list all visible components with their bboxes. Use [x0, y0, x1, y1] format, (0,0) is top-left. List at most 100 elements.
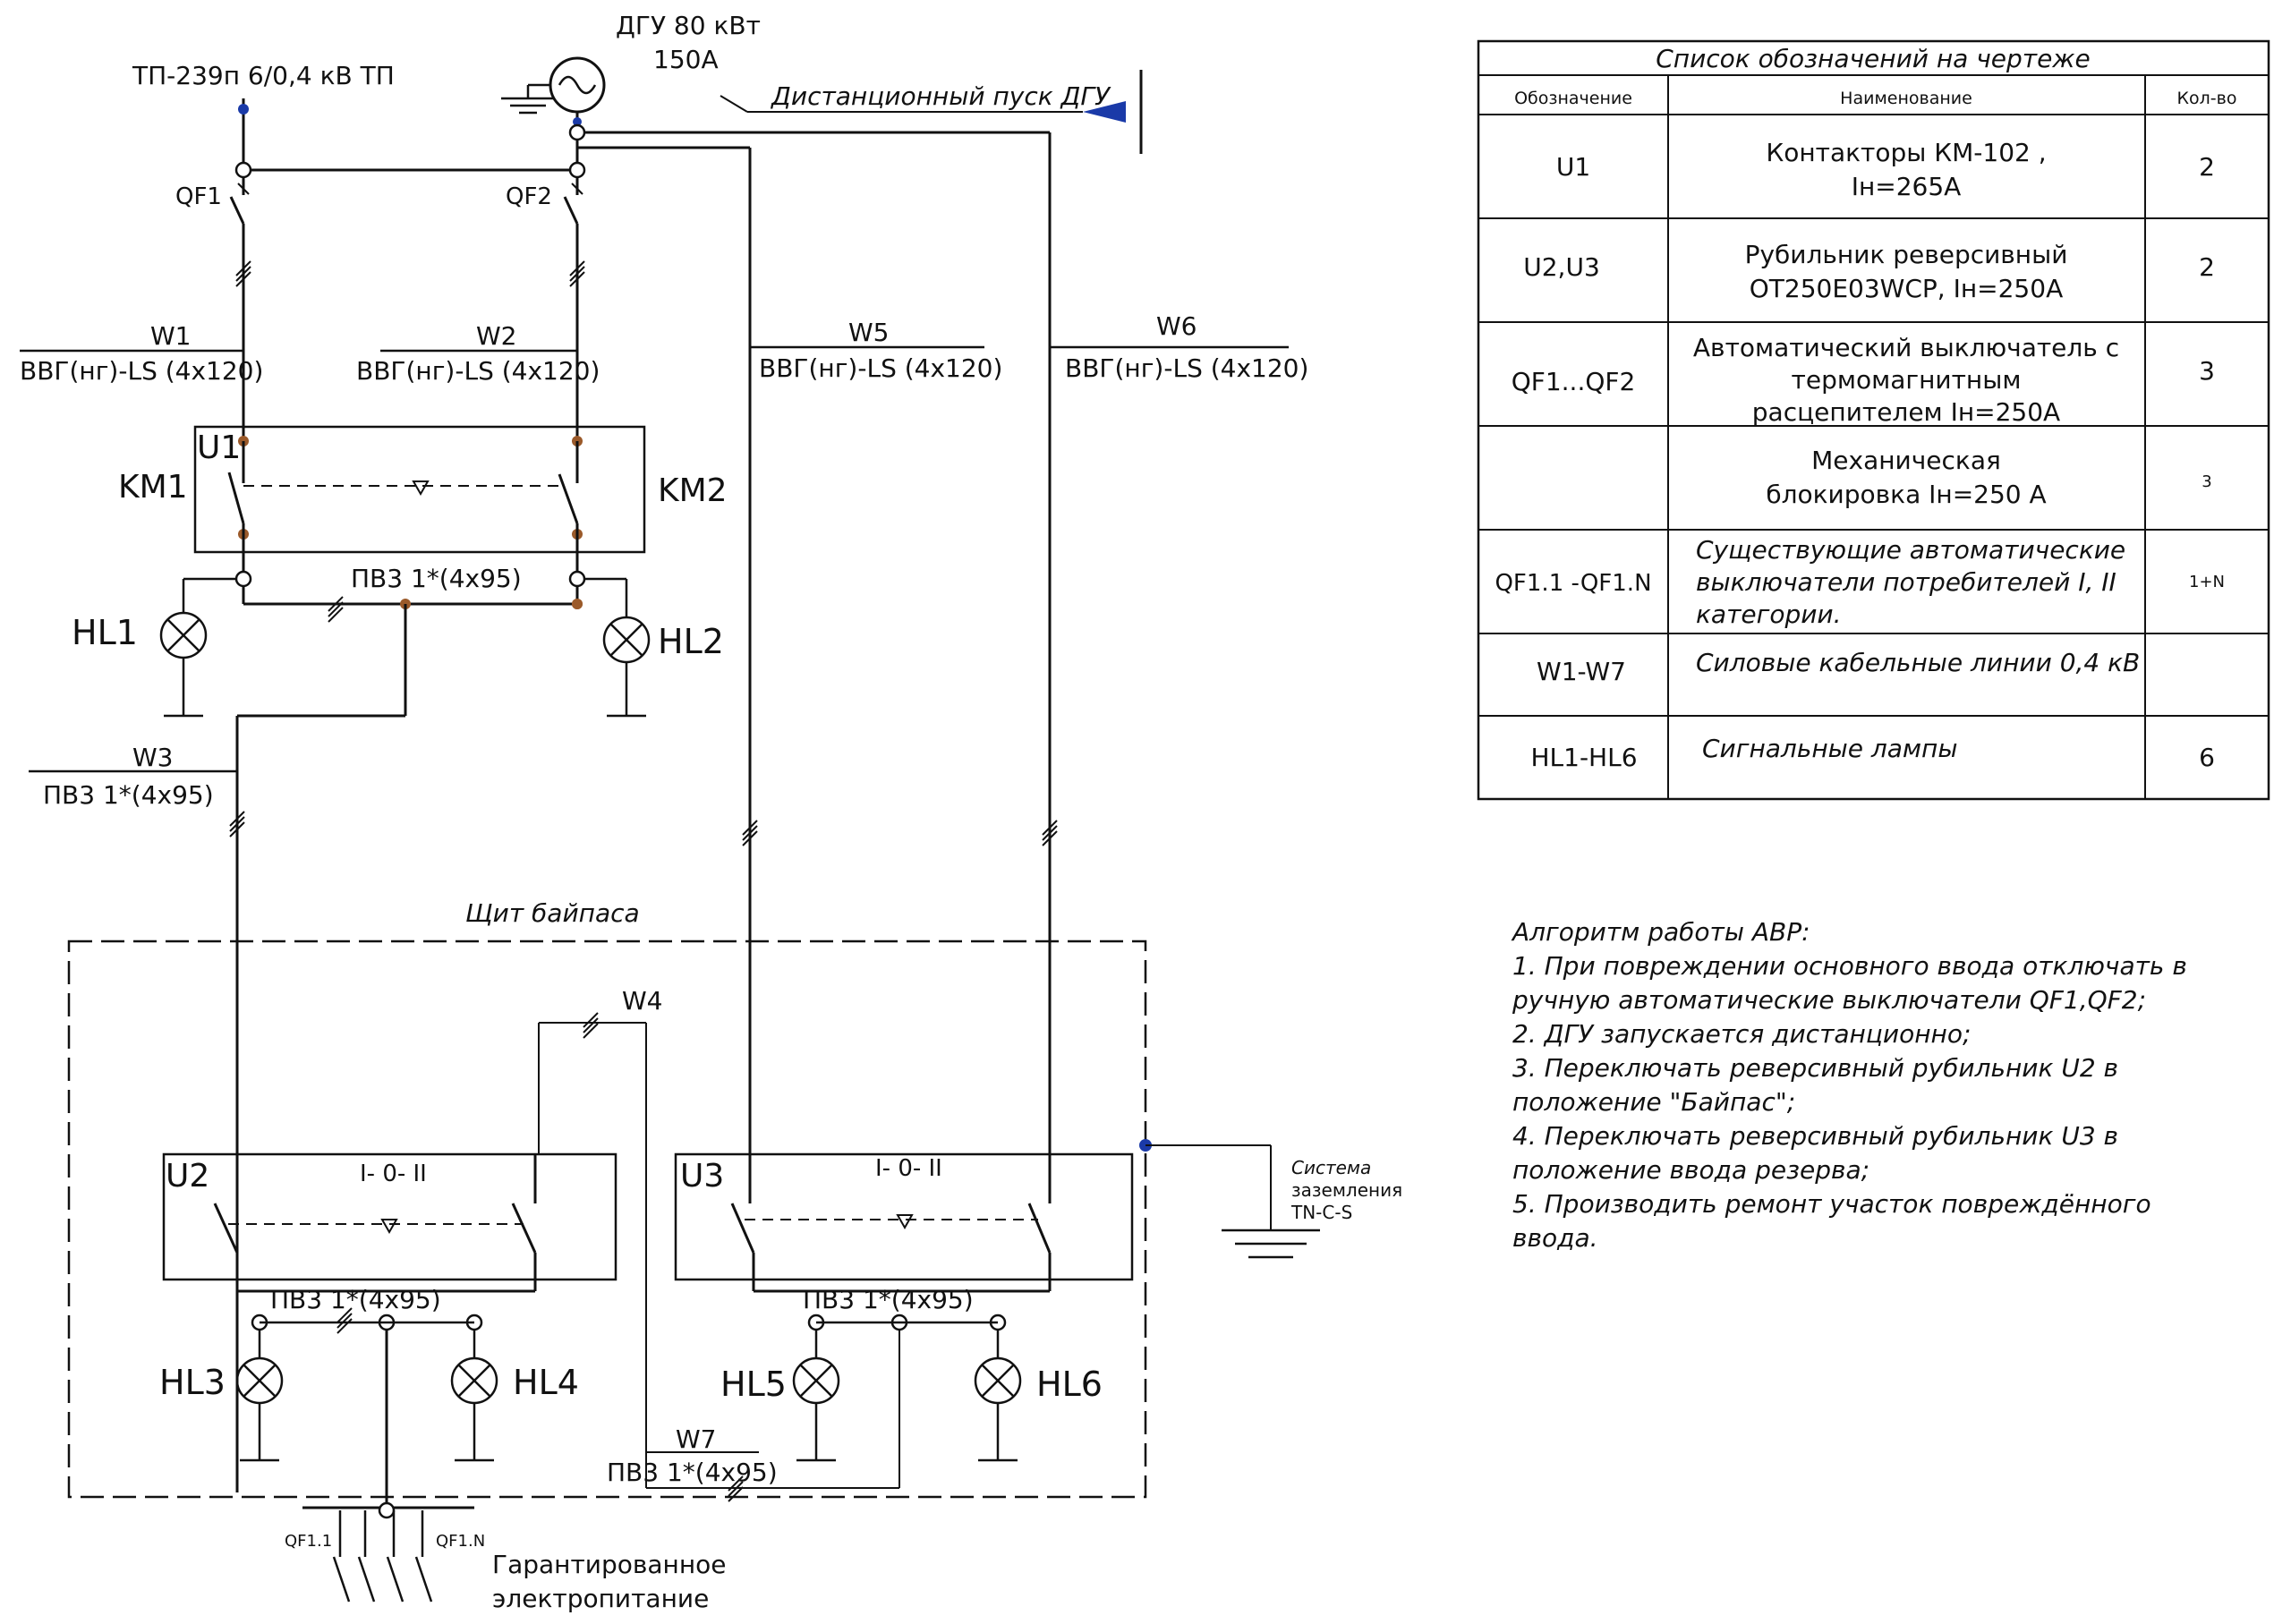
grounding-line3: TN-C-S	[1290, 1202, 1352, 1223]
cable-w3: W3 ПВ3 1*(4x95)	[29, 743, 245, 838]
legend-row-name: выключатели потребителей I, II	[1696, 567, 2116, 597]
legend-row-qty: 6	[2199, 743, 2215, 772]
legend-row-designation: QF1.1 -QF1.N	[1495, 570, 1651, 597]
legend-row-qty: 3	[2199, 356, 2215, 386]
consumer-feeders: QF1.1 QF1.N Гарантированное электропитан…	[285, 1501, 727, 1613]
bypass-panel: Щит байпаса	[67, 898, 1147, 1499]
grounding-line2: заземления	[1291, 1179, 1402, 1201]
hl1-label: HL1	[72, 613, 138, 652]
legend-row-qty: 1+N	[2189, 573, 2225, 591]
legend-row-designation: QF1...QF2	[1512, 367, 1636, 396]
w2-name: W2	[476, 321, 517, 351]
algorithm-block: Алгоритм работы АВР: 1. При повреждении …	[1512, 915, 2228, 1255]
lamp-hl6-icon	[974, 1356, 1022, 1405]
lamp-hl2-icon	[602, 616, 651, 664]
source-tp-label: ТП-239п 6/0,4 кВ ТП	[132, 61, 395, 90]
legend-row-designation: U1	[1556, 152, 1590, 182]
legend-row-name: Автоматический выключатель с	[1693, 333, 2119, 362]
legend-row-name: Сигнальные лампы	[1702, 734, 1957, 763]
u3-label: U3	[680, 1158, 724, 1195]
algorithm-line: ввода.	[1512, 1223, 1598, 1253]
generator-current: 150А	[653, 45, 719, 74]
algorithm-line: положение ввода резерва;	[1512, 1155, 1870, 1185]
legend-row-name: категории.	[1696, 599, 1842, 629]
u2-lamps: HL3 HL4	[159, 1314, 579, 1512]
legend-row-designation: W1-W7	[1537, 657, 1626, 686]
legend-header-name: Наименование	[1840, 89, 1972, 108]
legend-row-qty: 2	[2199, 252, 2215, 282]
legend-table: Список обозначений на чертеже Обозначени…	[1477, 39, 2270, 801]
remote-start-arrow-icon	[1083, 101, 1126, 123]
legend-row-name: OT250E03WCP, Iн=250А	[1750, 274, 2063, 303]
legend-row-name: Силовые кабельные линии 0,4 кВ	[1696, 648, 2140, 677]
algorithm-line: 3. Переключать реверсивный рубильник U2 …	[1512, 1053, 2119, 1083]
u2-switch-block: U2 I- 0- II ПВ3 1*(4x95)	[162, 1152, 617, 1334]
w7-name: W7	[676, 1424, 717, 1454]
top-bus	[234, 123, 1052, 1135]
u2-mode: I- 0- II	[360, 1161, 427, 1187]
u2-label: U2	[166, 1158, 209, 1195]
bypass-panel-label: Щит байпаса	[465, 898, 640, 928]
lamp-hl2: HL2	[572, 577, 724, 718]
legend-row-designation: U2,U3	[1523, 252, 1600, 282]
w6-name: W6	[1156, 311, 1197, 341]
legend-row-name: термомагнитным	[1792, 365, 2022, 395]
legend-row-qty: 3	[2202, 472, 2211, 491]
u3-lamps: HL5 HL6	[720, 1314, 1103, 1462]
cable-w1: W1 ВВГ(нг)-LS (4x120)	[20, 321, 263, 386]
w1-spec: ВВГ(нг)-LS (4x120)	[20, 356, 263, 386]
feeder-last-label: QF1.N	[436, 1532, 485, 1551]
u1-bus-spec: ПВ3 1*(4x95)	[351, 564, 522, 593]
lamp-hl4-icon	[450, 1356, 498, 1405]
legend-row-name: Контакторы КМ-102 ,	[1766, 138, 2046, 167]
w7-spec: ПВ3 1*(4x95)	[607, 1458, 778, 1487]
generator-name: ДГУ 80 кВт	[616, 11, 761, 40]
tp-node	[238, 104, 249, 115]
hl3-label: HL3	[159, 1363, 226, 1402]
legend-row-name: Механическая	[1811, 446, 2001, 475]
cable-w4: W4	[538, 986, 900, 1489]
lamp-hl1: HL1	[72, 577, 236, 718]
cable-w7: W7 ПВ3 1*(4x95)	[607, 1424, 778, 1502]
legend-header-qty: Кол-во	[2177, 89, 2237, 108]
remote-start: Дистанционный пуск ДГУ	[720, 70, 1143, 154]
u1-contactor-block: U1 KM1 KM2	[118, 425, 728, 573]
cable-w2: W2 ВВГ(нг)-LS (4x120)	[356, 321, 600, 386]
feeder-first-label: QF1.1	[285, 1532, 332, 1551]
w2-spec: ВВГ(нг)-LS (4x120)	[356, 356, 600, 386]
w5-name: W5	[848, 318, 890, 347]
u3-bus-spec: ПВ3 1*(4x95)	[803, 1285, 974, 1314]
qf1-label: QF1	[175, 183, 222, 210]
algorithm-line: 1. При повреждении основного ввода отклю…	[1512, 951, 2187, 981]
legend-row-name: Существующие автоматические	[1696, 535, 2125, 565]
hl2-label: HL2	[658, 622, 724, 661]
hl5-label: HL5	[720, 1365, 787, 1404]
algorithm-line: положение "Байпас";	[1512, 1087, 1796, 1117]
legend-row-name: Рубильник реверсивный	[1745, 240, 2068, 269]
u1-output-bus: ПВ3 1*(4x95)	[234, 564, 586, 1492]
algorithm-line: ручную автоматические выключатели QF1,QF…	[1512, 985, 2146, 1015]
algorithm-line: 4. Переключать реверсивный рубильник U3 …	[1512, 1121, 2119, 1151]
w4-name: W4	[622, 986, 663, 1016]
legend-title: Список обозначений на чертеже	[1656, 44, 2091, 73]
u1-label: U1	[197, 429, 241, 466]
grounding-line1: Система	[1291, 1157, 1371, 1178]
lamp-hl1-icon	[159, 611, 208, 659]
legend-row-qty: 2	[2199, 152, 2215, 182]
guaranteed-line2: электропитание	[492, 1584, 709, 1613]
u3-switch-block: U3 I- 0- II ПВ3 1*(4x95)	[674, 1135, 1134, 1314]
w3-name: W3	[132, 743, 174, 772]
qf2-label: QF2	[506, 183, 552, 210]
generator-dgu: ДГУ 80 кВт 150А	[501, 11, 761, 132]
guaranteed-line1: Гарантированное	[492, 1550, 727, 1579]
cable-w6: W6 ВВГ(нг)-LS (4x120)	[1042, 311, 1308, 846]
legend-row-name: Iн=265А	[1852, 172, 1962, 201]
breaker-qf2: QF2	[506, 177, 585, 483]
legend-row-name: расцепителем Iн=250А	[1752, 397, 2060, 427]
cable-w5: W5 ВВГ(нг)-LS (4x120)	[742, 318, 1002, 846]
lamp-hl5-icon	[792, 1356, 840, 1405]
legend-header-designation: Обозначение	[1514, 89, 1632, 108]
algorithm-line: 5. Производить ремонт участок повреждённ…	[1512, 1189, 2151, 1219]
km1-label: KM1	[118, 469, 188, 506]
